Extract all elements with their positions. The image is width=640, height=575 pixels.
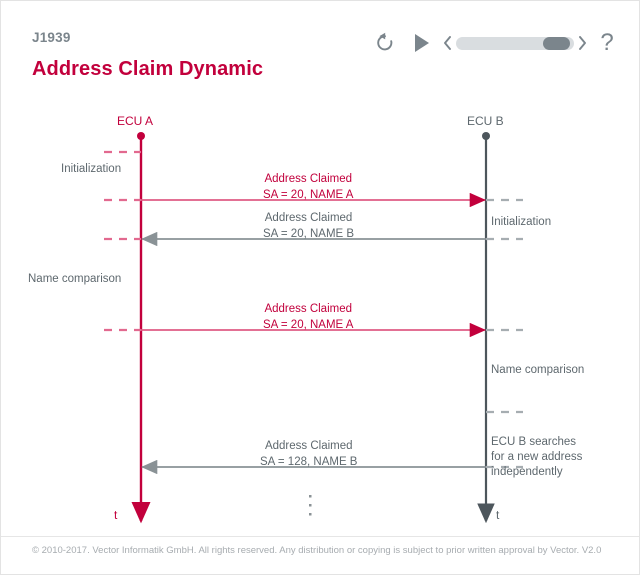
timeline-slider-thumb[interactable] [543,36,570,50]
state-markers-ecu-a [104,150,141,332]
message-label-1: Address Claimed SA = 20, NAME A [263,172,353,203]
replay-icon[interactable] [371,29,399,57]
sequence-diagram: ECU A ECU B t t Initialization Name comp… [1,1,639,541]
timeline-slider[interactable] [456,36,574,50]
message-label-4: Address Claimed SA = 128, NAME B [260,439,357,470]
time-label-ecu-a: t [114,508,118,522]
player-toolbar: ? [371,29,617,57]
lifeline-ecu-b [477,132,495,524]
message-label-3-line2: SA = 20, NAME A [263,318,354,331]
time-label-ecu-b: t [496,508,500,522]
message-label-4-line1: Address Claimed [264,440,353,452]
message-label-3: Address Claimed SA = 20, NAME A [263,302,353,333]
footer: © 2010-2017. Vector Informatik GmbH. All… [1,536,639,574]
lifeline-ecu-a [131,132,151,524]
copyright-text: © 2010-2017. Vector Informatik GmbH. All… [32,545,602,556]
chevron-left-icon[interactable] [441,29,454,57]
annotation-right-initialization: Initialization [491,216,552,228]
message-label-2-line2: SA = 20, NAME B [263,227,355,240]
annotation-right-ecu-b-search-line1: ECU B searches [491,436,577,448]
help-icon[interactable]: ? [600,29,614,56]
sequence-diagram-canvas [104,132,523,524]
state-markers-ecu-b [486,198,523,469]
annotation-right-name-comparison: Name comparison [491,364,585,376]
lifeline-label-ecu-b: ECU B [467,114,504,128]
continuation-dots-icon [309,495,312,516]
annotation-left-initialization: Initialization [61,163,122,175]
message-label-3-line1: Address Claimed [264,303,353,315]
message-label-2: Address Claimed SA = 20, NAME B [263,211,354,242]
message-label-2-line1: Address Claimed [264,212,353,224]
lifeline-label-ecu-a: ECU A [117,114,154,128]
chevron-right-icon[interactable] [576,29,589,57]
message-label-4-line2: SA = 128, NAME B [260,455,358,468]
page-title: Address Claim Dynamic [32,58,264,80]
message-label-1-line2: SA = 20, NAME A [263,188,354,201]
message-label-1-line1: Address Claimed [264,173,353,185]
play-icon[interactable] [409,29,435,57]
annotation-right-ecu-b-search-line3: independently [491,466,563,478]
annotation-left-name-comparison: Name comparison [28,273,122,285]
page-kicker: J1939 [32,30,71,45]
message-arrows [141,192,486,475]
annotation-right-ecu-b-search-line2: for a new address [491,451,583,463]
